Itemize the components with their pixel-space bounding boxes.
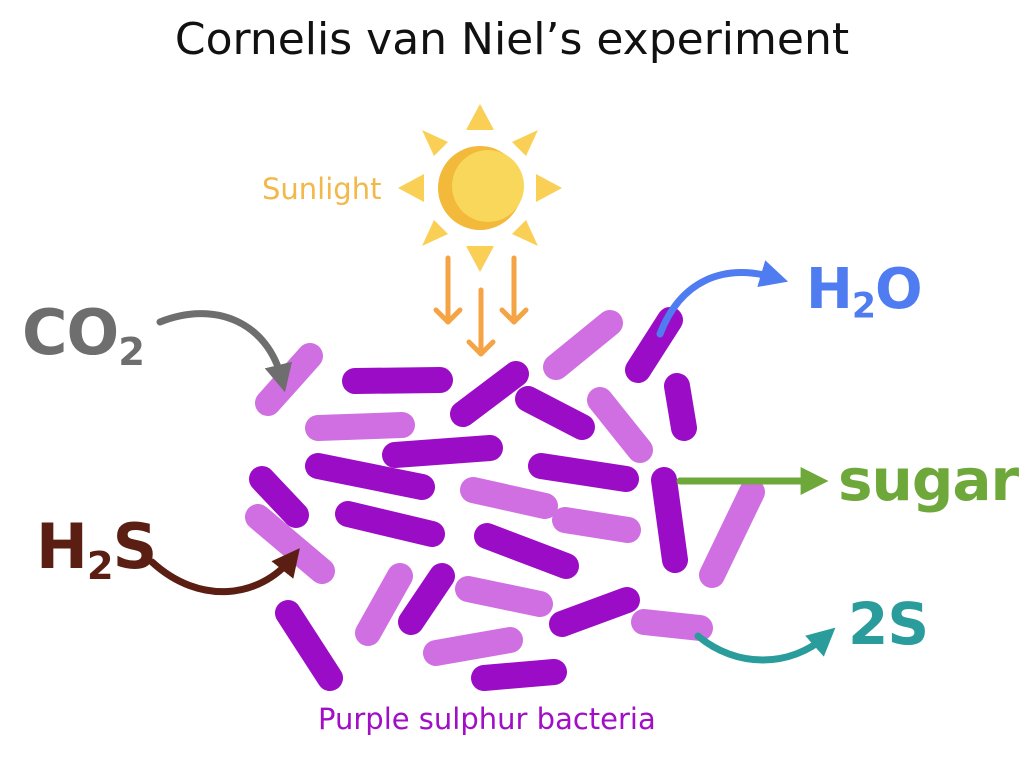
co2-arrow bbox=[156, 310, 292, 393]
light-arrow-icon bbox=[433, 255, 529, 357]
formula-tail: S bbox=[112, 510, 158, 583]
h2o-output-label: H2O bbox=[806, 257, 923, 327]
formula-main: H bbox=[806, 257, 853, 322]
formula-subscript: 2 bbox=[851, 286, 876, 327]
h2o-arrow bbox=[656, 260, 789, 338]
sunlight-label: Sunlight bbox=[262, 172, 382, 206]
formula-main: H bbox=[36, 510, 88, 583]
co2-input-label: CO2 bbox=[22, 296, 145, 375]
h2s-arrow bbox=[148, 548, 300, 595]
diagram-title: Cornelis van Niel’s experiment bbox=[174, 14, 850, 65]
formula-tail: O bbox=[875, 257, 923, 322]
sulfur-output-label: 2S bbox=[848, 590, 929, 658]
formula-subscript: 2 bbox=[118, 329, 145, 375]
bacteria-colony bbox=[245, 307, 765, 691]
sun-icon bbox=[398, 104, 562, 272]
h2s-input-label: H2S bbox=[36, 510, 158, 589]
formula-subscript: 2 bbox=[86, 543, 114, 589]
sugar-output-label: sugar bbox=[838, 446, 1019, 514]
formula-main: CO bbox=[22, 296, 119, 369]
bacteria-label: Purple sulphur bacteria bbox=[318, 702, 656, 736]
sulfur-arrow bbox=[694, 627, 836, 664]
